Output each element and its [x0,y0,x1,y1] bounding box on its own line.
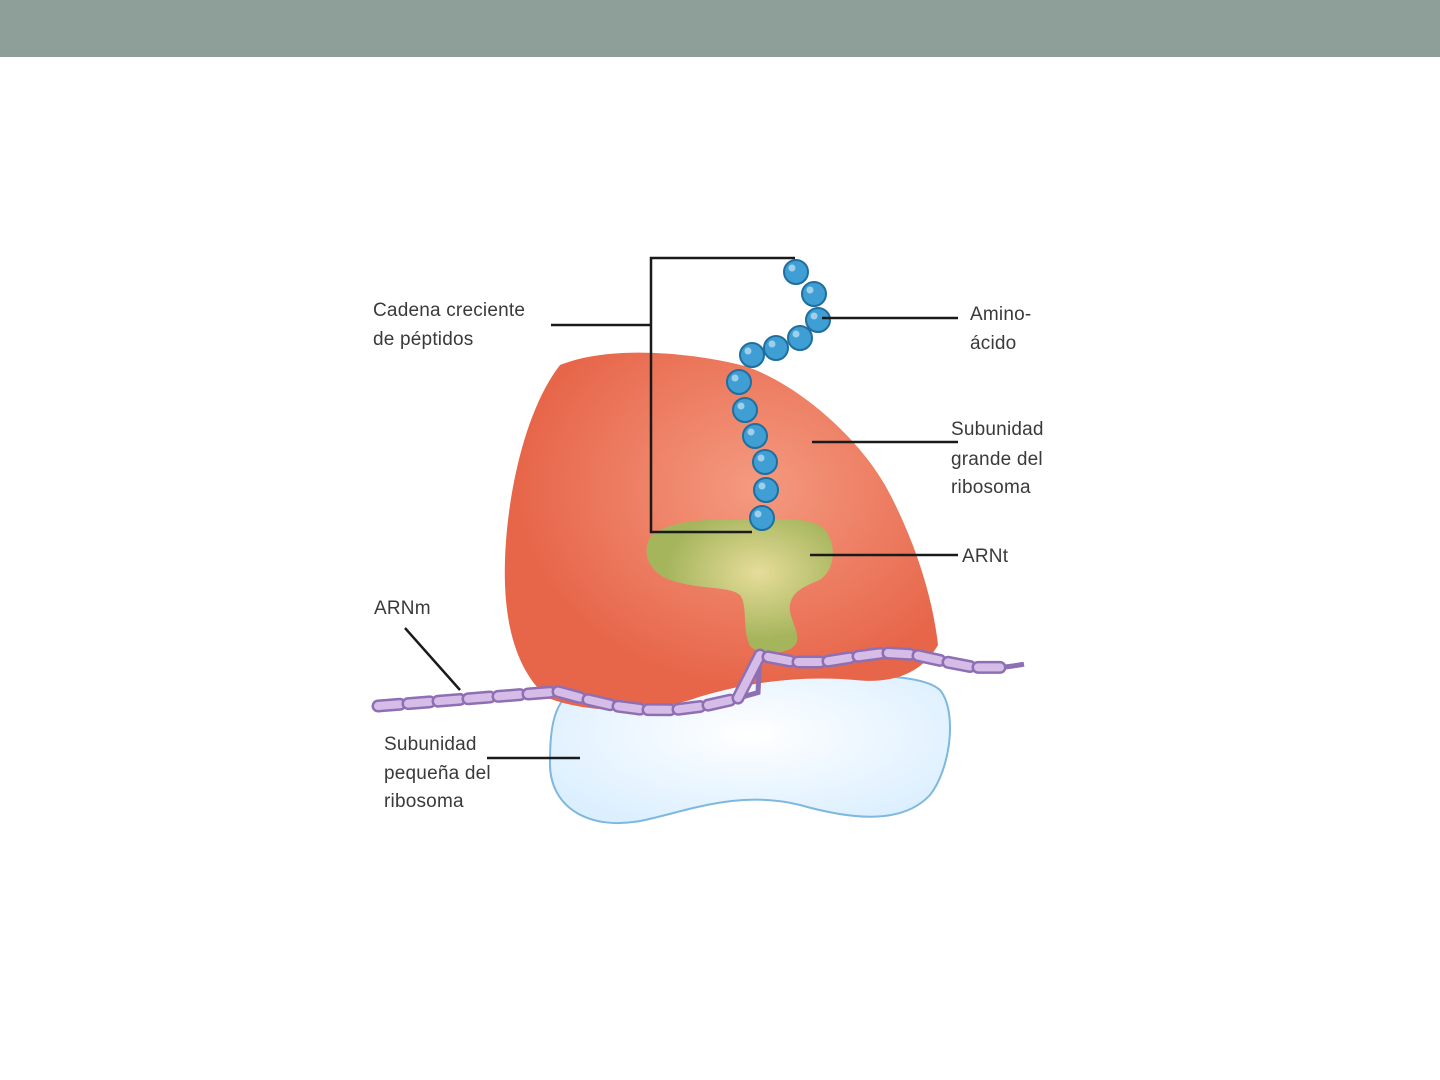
large-subunit-label-line1: Subunidad [951,419,1044,440]
mrna-codon-segment-fill [884,649,914,659]
amino-acid-bead [732,397,758,423]
slide-top-bar [0,0,1440,57]
amino-acid-bead [742,423,768,449]
amino-acid-bead-highlight [757,454,765,462]
mrna-codon-segment-fill [944,658,974,671]
labels: Cadena creciente de péptidos Amino- ácid… [373,300,1044,812]
mrna-codon-segment-fill [854,649,884,661]
amino-acid-bead-highlight [806,286,814,294]
mrna-codon-segment-fill [374,700,404,710]
large-subunit-label-line2: grande del [951,449,1043,470]
mrna-leader [404,627,461,691]
amino-acid-bead-highlight [731,374,739,382]
peptide-label-line1: Cadena creciente [373,300,525,321]
amino-acid-bead [749,505,775,531]
amino-acid-bead-highlight [758,482,766,490]
mrna-codon-segment-fill [764,652,794,666]
amino-acid-bead [801,281,827,307]
mrna-codon-segment-fill [674,702,704,714]
mrna-strand [371,646,1025,717]
large-subunit-label-line3: ribosoma [951,477,1031,498]
amino-acid-bead-highlight [744,347,752,355]
mrna-codon-segment-fill [614,702,644,714]
trna-shape [646,519,833,654]
amino-acid-bead [805,307,831,333]
amino-acid-bead [726,369,752,395]
amino-acid-bead-highlight [788,264,796,272]
mrna-codon-segment-fill [914,651,944,665]
peptide-label-line2: de péptidos [373,329,473,350]
amino-acid-bead-highlight [737,402,745,410]
small-subunit-label-line1: Subunidad [384,734,477,755]
mrna-codon-segment-fill [824,653,854,666]
amino-acid-bead [753,477,779,503]
mrna-codon-segment-fill [584,695,614,709]
mrna-codon-segment-fill [704,696,734,710]
mrna-codon-segment-fill [464,693,494,703]
amino-acid-chain [726,259,831,531]
amino-acid-bead [752,449,778,475]
amino-acid-bead [763,335,789,361]
mrna-label: ARNm [374,598,431,619]
amino-acid-bead-highlight [810,312,818,320]
small-subunit-label-line2: pequeña del [384,763,491,784]
mrna-codon-segment-fill [404,697,434,708]
mrna-codon-segment-fill [524,688,554,698]
small-subunit-label-line3: ribosoma [384,791,464,812]
mrna-codon-segment-fill [554,687,584,702]
mrna-codon-segment-fill [434,695,464,706]
amino-acid-bead [739,342,765,368]
amino-acid-bead [787,325,813,351]
amino-acid-bead-highlight [792,330,800,338]
peptide-bracket-line [649,256,795,534]
amino-acid-label-line2: ácido [970,333,1016,354]
amino-acid-bead-highlight [768,340,776,348]
amino-acid-bead-highlight [747,428,755,436]
amino-acid-bead [783,259,809,285]
leader-lines [404,256,958,760]
trna-label: ARNt [962,546,1009,567]
amino-acid-label-line1: Amino- [970,304,1031,325]
mrna-codon-segment-fill [494,690,524,701]
mrna-codon-segment-fill [734,651,764,703]
amino-acid-bead-highlight [754,510,762,518]
